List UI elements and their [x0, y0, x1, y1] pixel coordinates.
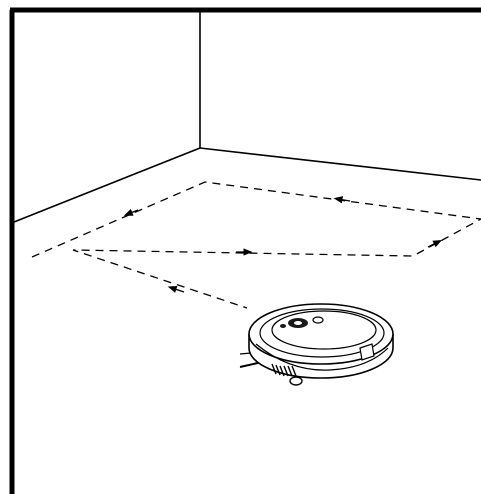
room-walls	[13, 12, 481, 223]
robot-indicator	[280, 324, 286, 328]
robot-button-main-highlight	[294, 321, 302, 325]
frame	[9, 7, 481, 494]
robot-button-secondary	[312, 316, 324, 324]
wall-floor-edge-right	[199, 147, 481, 181]
robot-inner-ring	[259, 308, 385, 358]
cleaning-path	[31, 181, 481, 309]
robot-vacuum	[239, 303, 394, 386]
arrow-left-segment	[123, 208, 139, 216]
robot-bin-handle	[359, 343, 375, 361]
robot-bumper	[255, 343, 389, 371]
arrow-start-segment	[167, 285, 185, 293]
robot-body-top	[248, 303, 394, 365]
path-arrows	[123, 196, 443, 293]
robot-control-panel	[280, 316, 324, 328]
robot-vent-grille	[271, 363, 297, 377]
robot-lid	[271, 310, 377, 350]
robot-wheel	[289, 376, 303, 386]
wall-floor-edge-left	[13, 147, 201, 223]
path-outer-loop	[31, 181, 481, 309]
arrow-back-segment	[333, 196, 351, 204]
arrow-right-segment	[427, 239, 443, 248]
